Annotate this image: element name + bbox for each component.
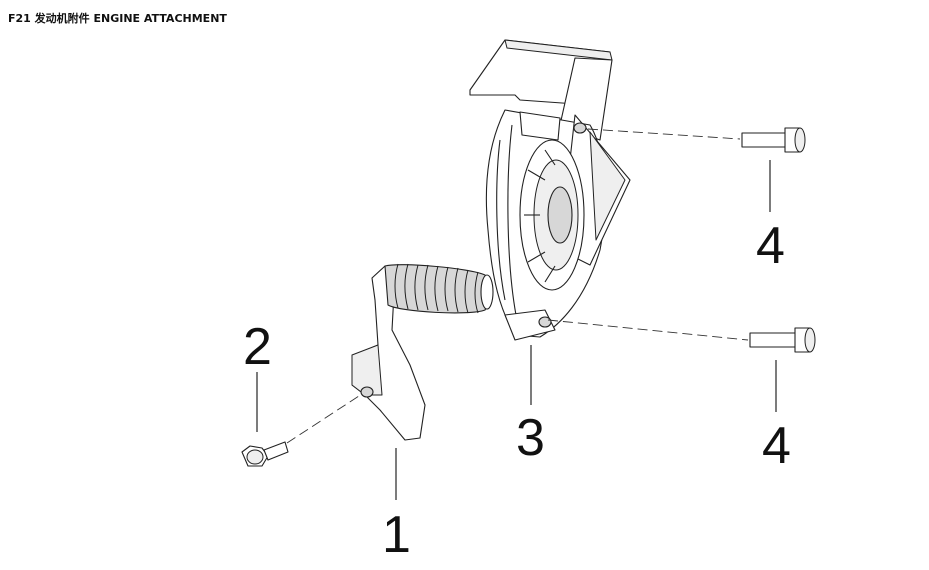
callout-label-1: 1 xyxy=(382,506,411,564)
bolt-bottom-part[interactable] xyxy=(749,327,816,353)
bolt-top-part[interactable] xyxy=(741,127,806,153)
callout-label-2: 2 xyxy=(243,318,272,376)
leader-lines xyxy=(256,160,777,500)
page-title: F21 发动机附件 ENGINE ATTACHMENT xyxy=(8,12,227,25)
bolt-small-part[interactable] xyxy=(241,441,289,467)
assembly-axis-lines xyxy=(286,128,749,444)
callout-label-4-bottom: 4 xyxy=(762,417,791,475)
engine-cover-part[interactable] xyxy=(469,39,631,341)
callout-label-4-top: 4 xyxy=(756,217,785,275)
callout-label-3: 3 xyxy=(516,409,545,467)
foot-pedal-part[interactable] xyxy=(351,263,494,441)
